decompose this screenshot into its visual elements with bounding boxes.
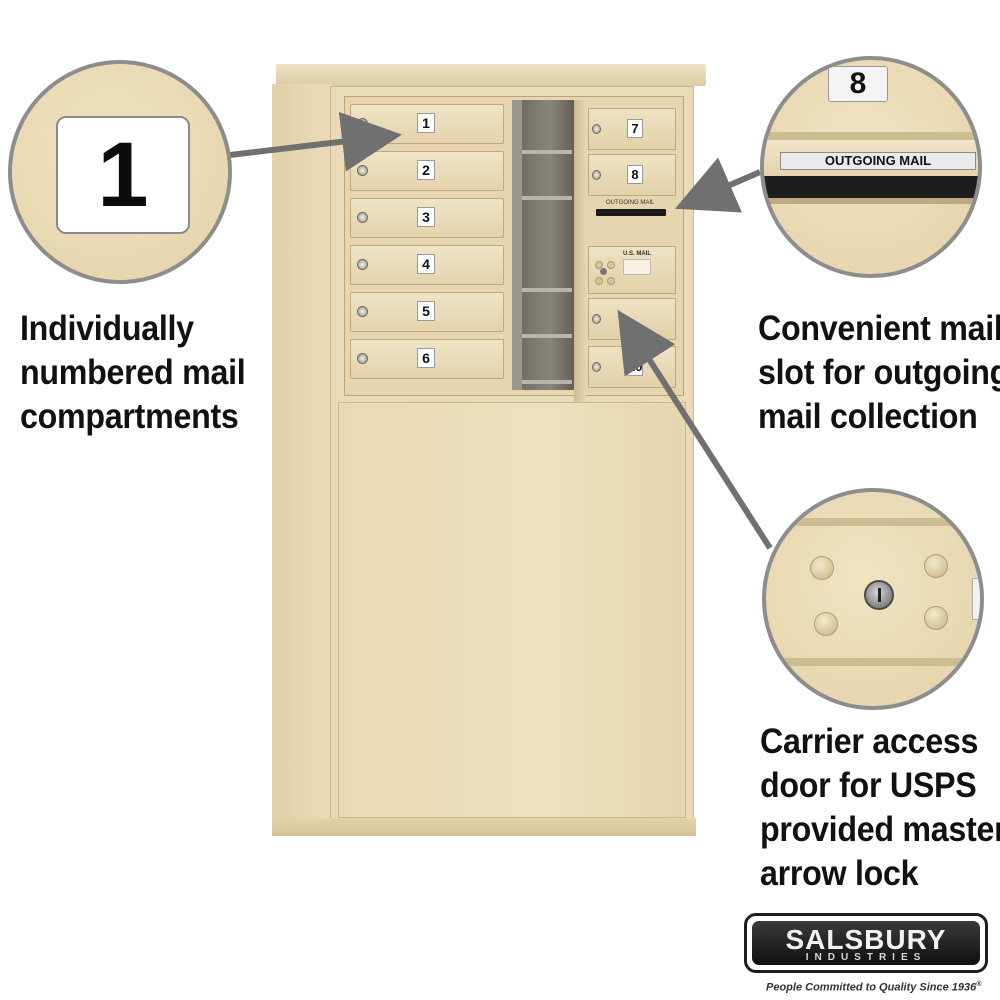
lock-icon [592,314,601,324]
cabinet-top [276,64,706,86]
slot-opening [596,209,666,216]
compartment-door-8[interactable]: 8 [588,154,676,196]
compartment-door-3[interactable]: 3 [350,198,504,238]
lock-icon [357,353,368,364]
arrow-to-carrier-door [617,309,773,550]
lower-panel [338,402,686,818]
compartment-door-5[interactable]: 5 [350,292,504,332]
logo-tagline: People Committed to Quality Since 1936® [766,981,982,994]
open-compartment-interior [512,100,576,390]
salsbury-logo: SALSBURY INDUSTRIES [744,913,988,973]
arrow-lock-icon [600,268,607,275]
zoom-compartment-number: 1 [8,60,232,284]
zoom-slot-tile: 8 [849,67,867,100]
usps-label: U.S. MAIL [623,251,651,257]
zoom-slot-label: OUTGOING MAIL [824,153,932,168]
cabinet-side [272,84,332,826]
compartment-number: 2 [417,160,435,180]
lock-icon [357,306,368,317]
compartment-number: 5 [417,301,435,321]
outgoing-slot-label: OUTGOING MAIL [606,200,655,206]
compartment-number: 7 [627,119,643,138]
compartment-door-4[interactable]: 4 [350,245,504,285]
arrow-to-compartment [229,111,402,172]
zoom-lock-icon [864,580,894,610]
compartment-number: 8 [627,165,643,184]
compartment-number: 4 [417,254,435,274]
logo-sub: INDUSTRIES [805,952,927,963]
zoom-carrier-lock [762,488,984,710]
caption-numbered-compartments: Individually numbered mail compartments [20,309,246,436]
lock-icon [592,124,601,134]
master-door-edge [574,100,586,410]
lock-icon [592,362,601,372]
zoom-number-tile: 1 [97,124,149,226]
outgoing-mail-slot[interactable]: OUTGOING MAIL [592,200,672,232]
carrier-access-panel[interactable]: U.S. MAIL [588,246,676,294]
lock-icon [357,259,368,270]
caption-outgoing-slot: Convenient mail slot for outgoing mail c… [758,309,1000,436]
caption-carrier-door: Carrier access door for USPS provided ma… [760,722,1000,893]
lock-icon [592,170,601,180]
compartment-door-6[interactable]: 6 [350,339,504,379]
lock-icon [357,212,368,223]
zoom-outgoing-slot: 8 OUTGOING MAIL [760,56,982,278]
arrow-to-mail-slot [674,157,762,213]
cabinet-base [272,818,696,836]
compartment-number: 3 [417,207,435,227]
compartment-number: 1 [417,113,435,133]
compartment-number: 6 [417,348,435,368]
logo-name: SALSBURY [785,924,947,955]
compartment-door-7[interactable]: 7 [588,108,676,150]
